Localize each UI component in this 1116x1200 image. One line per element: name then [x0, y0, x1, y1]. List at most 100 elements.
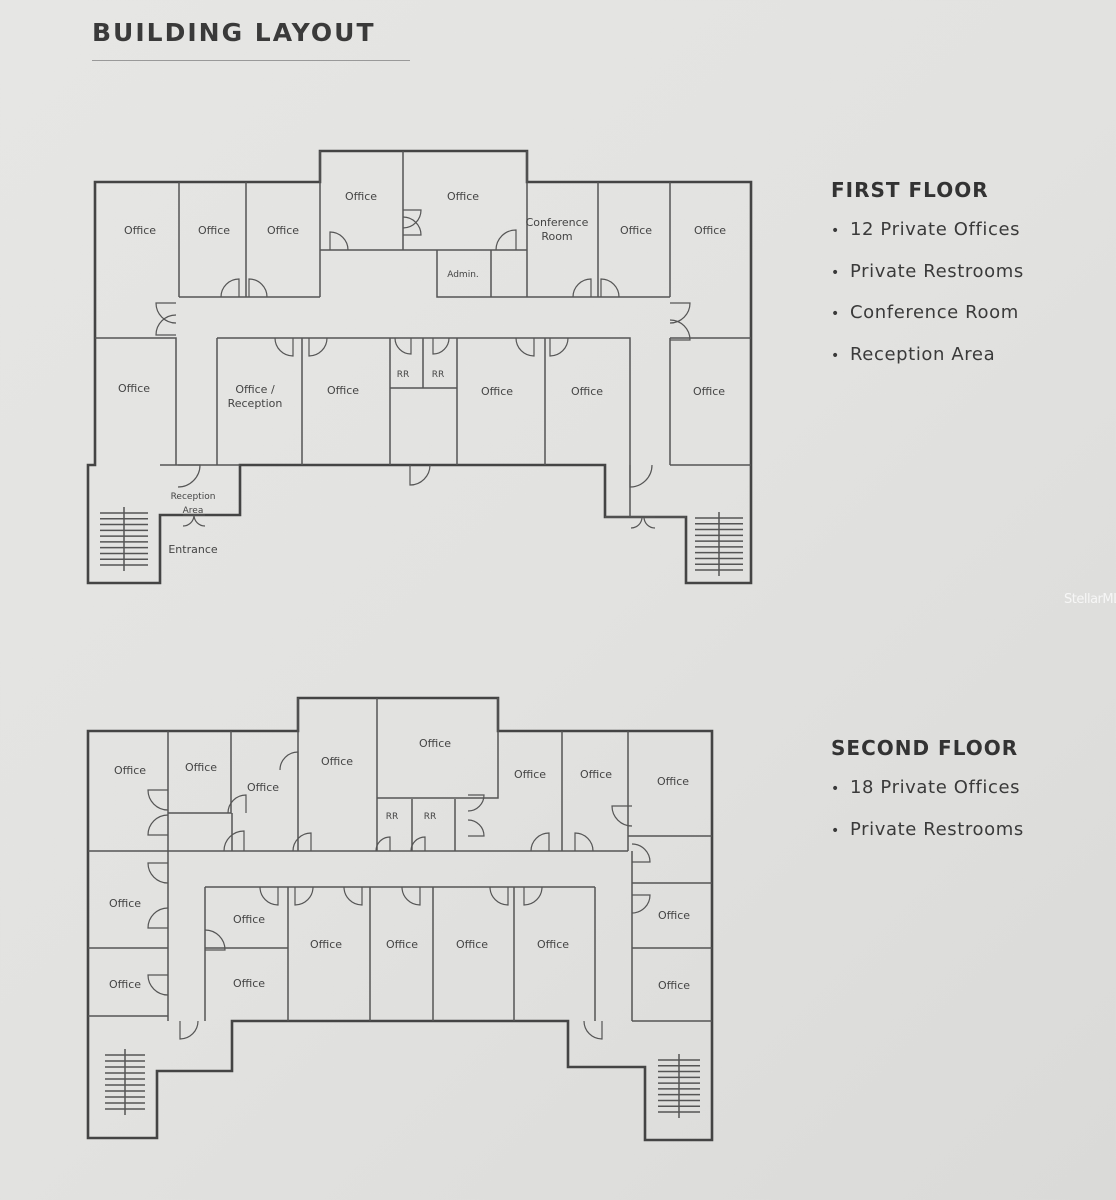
- door-icon: [467, 819, 485, 837]
- bullet-icon: •: [831, 306, 840, 322]
- room-label: Office: [124, 224, 156, 237]
- door-icon: [523, 886, 543, 906]
- feature-label: Private Restrooms: [850, 818, 1024, 840]
- door-icon: [402, 216, 422, 236]
- feature-item: •Conference Room: [831, 293, 1024, 335]
- room-label: Office: [233, 977, 265, 990]
- room-label: Office: [580, 768, 612, 781]
- door-icon: [574, 832, 594, 852]
- door-icon: [227, 794, 247, 814]
- room-label: Office: [620, 224, 652, 237]
- door-icon: [279, 751, 299, 771]
- room-label: Office: [481, 385, 513, 398]
- door-icon: [669, 319, 691, 341]
- room-label: RR: [386, 812, 399, 822]
- stairs-icon: [105, 1049, 145, 1115]
- door-icon: [155, 302, 177, 324]
- feature-label: 18 Private Offices: [850, 777, 1021, 798]
- stair-treads: [105, 1049, 145, 1115]
- room-label: Office: [571, 385, 603, 398]
- room-label: Office: [233, 913, 265, 926]
- door-icon: [401, 886, 421, 906]
- door-icon: [343, 886, 363, 906]
- room-label: Reception: [171, 492, 216, 502]
- feature-item: • 18 Private Offices: [831, 768, 1024, 810]
- door-icon: [572, 278, 592, 298]
- door-icon: [292, 832, 312, 852]
- room-label: Office: [118, 382, 150, 395]
- feature-label: Private Restrooms: [850, 260, 1024, 282]
- bullet-icon: •: [831, 822, 840, 839]
- door-icon: [329, 231, 349, 251]
- room-label: Office: [447, 190, 479, 203]
- door-icon: [402, 209, 422, 229]
- room-label: Reception: [228, 397, 283, 410]
- feature-label: 12 Private Offices: [850, 219, 1021, 240]
- door-icon: [631, 894, 651, 914]
- door-icon: [147, 862, 169, 884]
- room-label: RR: [432, 370, 445, 380]
- room-label: Office: [321, 755, 353, 768]
- door-icon: [669, 302, 691, 324]
- room-label: Admin.: [447, 270, 479, 280]
- room-label: Office: [109, 897, 141, 910]
- door-icon: [179, 1020, 199, 1040]
- first-floor-heading: FIRST FLOOR: [831, 178, 989, 202]
- bullet-icon: •: [831, 781, 840, 797]
- first-floor-feature-list: • 12 Private Offices • Private Restrooms •Co…: [831, 210, 1024, 376]
- door-icon: [204, 929, 226, 951]
- room-label: Office: [185, 761, 217, 774]
- room-label: Office: [693, 385, 725, 398]
- feature-label: Reception Area: [850, 343, 996, 365]
- feature-item: •Reception Area: [831, 335, 1024, 377]
- door-icon: [549, 337, 569, 357]
- door-icon: [375, 836, 391, 852]
- second-floor-interior-walls: [88, 698, 712, 1022]
- door-icon: [631, 843, 651, 863]
- door-icon: [220, 278, 240, 298]
- first-floor-doors: [155, 209, 691, 529]
- room-label: Area: [183, 506, 204, 516]
- room-label: Office: [247, 781, 279, 794]
- door-icon: [611, 805, 633, 827]
- stair-treads: [658, 1054, 700, 1118]
- stair-treads: [100, 507, 148, 571]
- stair-treads: [695, 512, 743, 576]
- room-label: Office: [658, 979, 690, 992]
- door-icon: [394, 337, 412, 355]
- room-label: Office: [514, 768, 546, 781]
- room-label: Office: [198, 224, 230, 237]
- room-label: Room: [541, 230, 572, 243]
- door-icon: [489, 886, 509, 906]
- room-label: Office: [327, 384, 359, 397]
- stairs-icon: [100, 507, 148, 571]
- door-icon: [177, 464, 201, 488]
- bullet-icon: •: [831, 223, 840, 239]
- door-icon: [294, 886, 314, 906]
- door-icon: [248, 278, 268, 298]
- second-floor-heading: SECOND FLOOR: [831, 736, 1019, 760]
- feature-item: • Private Restrooms: [831, 810, 1024, 852]
- second-floor-doors: [147, 751, 651, 1040]
- door-icon: [308, 337, 328, 357]
- first-floor-summary: FIRST FLOOR • 12 Private Offices • Private …: [831, 178, 1024, 376]
- room-label: Office: [109, 978, 141, 991]
- room-label: Office: [310, 938, 342, 951]
- room-label: Office: [386, 938, 418, 951]
- room-label: Conference: [526, 216, 589, 229]
- door-icon: [193, 514, 206, 527]
- room-label: Entrance: [168, 543, 218, 556]
- room-label: Office: [694, 224, 726, 237]
- door-icon: [515, 337, 535, 357]
- door-icon: [147, 907, 169, 929]
- room-label: Office: [419, 737, 451, 750]
- door-icon: [155, 314, 177, 336]
- room-label: Office: [114, 764, 146, 777]
- door-icon: [147, 814, 169, 836]
- second-floor-feature-list: • 18 Private Offices • Private Restrooms: [831, 768, 1024, 851]
- door-icon: [182, 514, 195, 527]
- room-label: RR: [424, 812, 437, 822]
